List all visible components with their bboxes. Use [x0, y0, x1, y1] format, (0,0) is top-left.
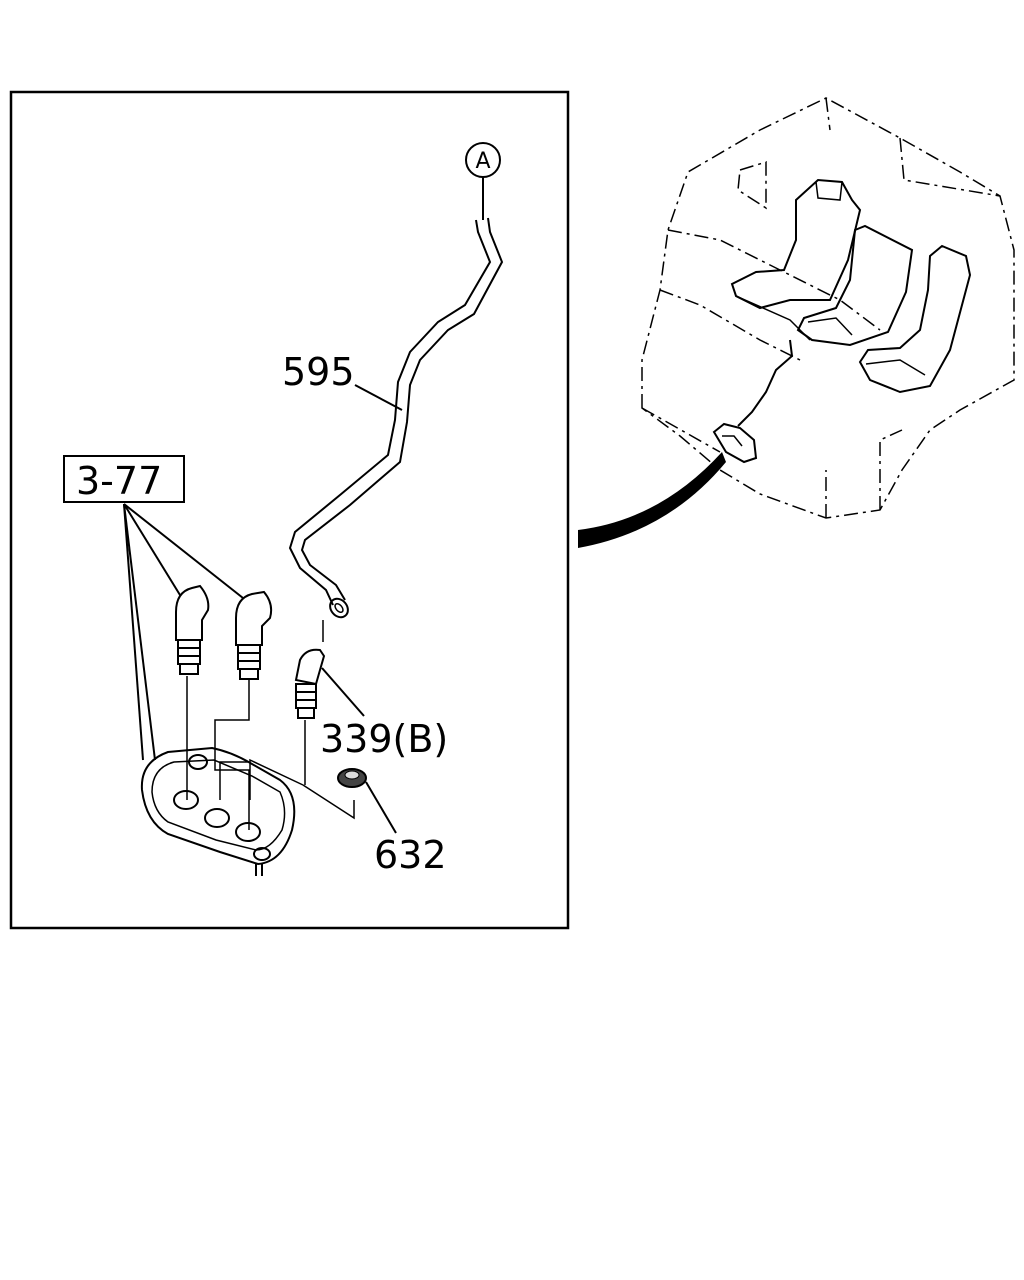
label-632: 632 [374, 833, 447, 877]
leader-339b [321, 667, 365, 717]
connector-339b [294, 648, 326, 719]
elbow-fitting-left [175, 584, 210, 675]
callout-a-text: A [475, 149, 490, 174]
vehicle-interior [641, 97, 1015, 519]
hose-595 [288, 217, 504, 619]
grommet-632 [337, 768, 367, 788]
label-595: 595 [282, 350, 355, 394]
pointer-arrow [578, 452, 726, 548]
label-3-77: 3-77 [76, 459, 162, 503]
detail-frame [9, 90, 570, 930]
box-3-77 [63, 455, 185, 503]
label-339b: 339(B) [320, 717, 448, 761]
callout-a: A [465, 142, 501, 220]
leader-595 [354, 384, 403, 411]
elbow-fitting-right [235, 590, 273, 680]
leaders-3-77 [123, 503, 244, 761]
leader-632 [365, 781, 397, 834]
base-plate [140, 746, 296, 876]
connection-lines [186, 620, 355, 830]
